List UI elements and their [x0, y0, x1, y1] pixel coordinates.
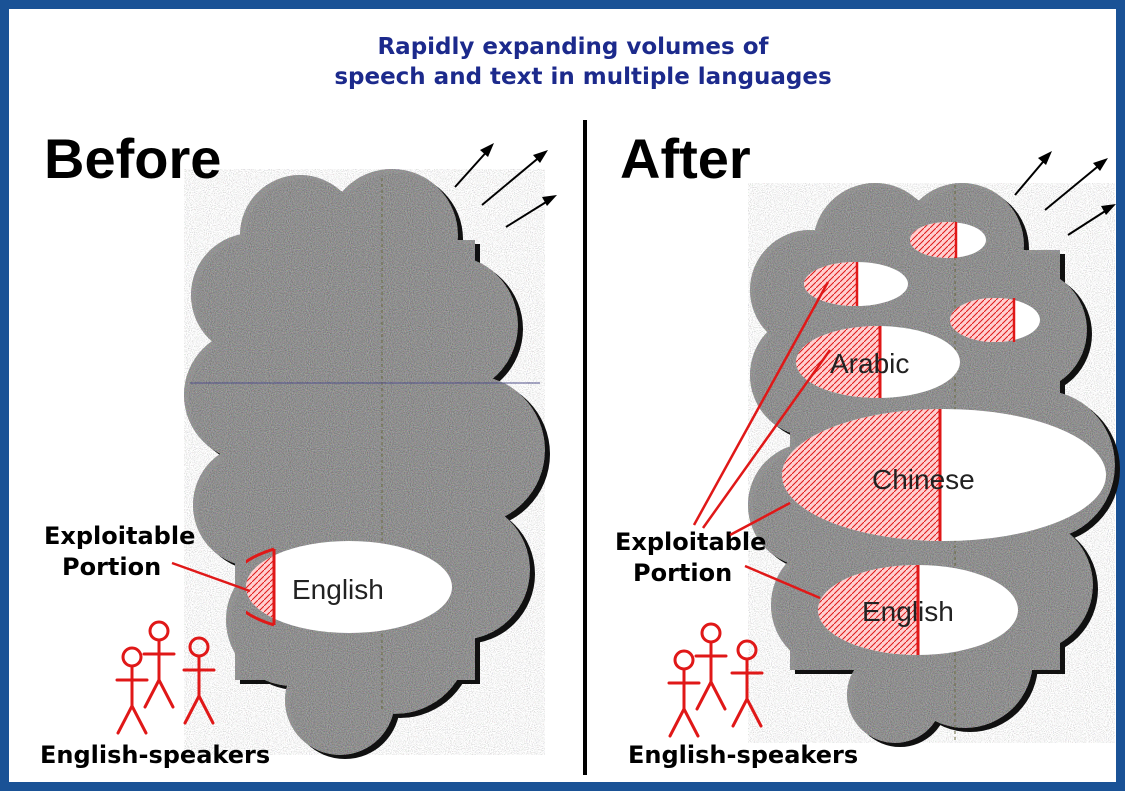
- before-stick-figures: [117, 622, 214, 733]
- before-cloud: [184, 169, 545, 755]
- arrow-head-icon: [480, 143, 494, 157]
- before-speakers-label: English-speakers: [40, 741, 270, 769]
- arrow-icon: [1045, 163, 1102, 210]
- before-callout-line-1: Exploitable: [44, 522, 195, 550]
- after-speakers-label: English-speakers: [628, 741, 858, 769]
- arrow-icon: [482, 155, 542, 205]
- before-label: Before: [44, 127, 221, 190]
- stick-figure-icon: [144, 622, 174, 707]
- stick-figure-icon: [669, 651, 699, 736]
- after-arrows: [1015, 151, 1116, 235]
- title-line-1: Rapidly expanding volumes of: [377, 34, 769, 60]
- arrow-head-icon: [1038, 151, 1052, 165]
- arrow-icon: [1068, 208, 1110, 235]
- stick-figure-icon: [184, 638, 214, 723]
- title-line-2: speech and text in multiple languages: [334, 64, 831, 90]
- after-callout-line-1: Exploitable: [615, 528, 766, 556]
- stick-figure-icon: [732, 641, 762, 726]
- stick-figure-icon: [117, 648, 147, 733]
- after-callout-line-2: Portion: [633, 559, 732, 587]
- before-callout-line-2: Portion: [62, 553, 161, 581]
- after-english-label: English: [862, 596, 954, 627]
- after-stick-figures: [669, 624, 762, 736]
- after-arabic-label: Arabic: [830, 348, 909, 379]
- arrow-icon: [506, 199, 551, 227]
- after-label: After: [620, 127, 751, 190]
- before-arrows: [455, 143, 557, 227]
- stick-figure-icon: [696, 624, 726, 709]
- before-english-label: English: [292, 574, 384, 605]
- after-chinese-label: Chinese: [872, 464, 975, 495]
